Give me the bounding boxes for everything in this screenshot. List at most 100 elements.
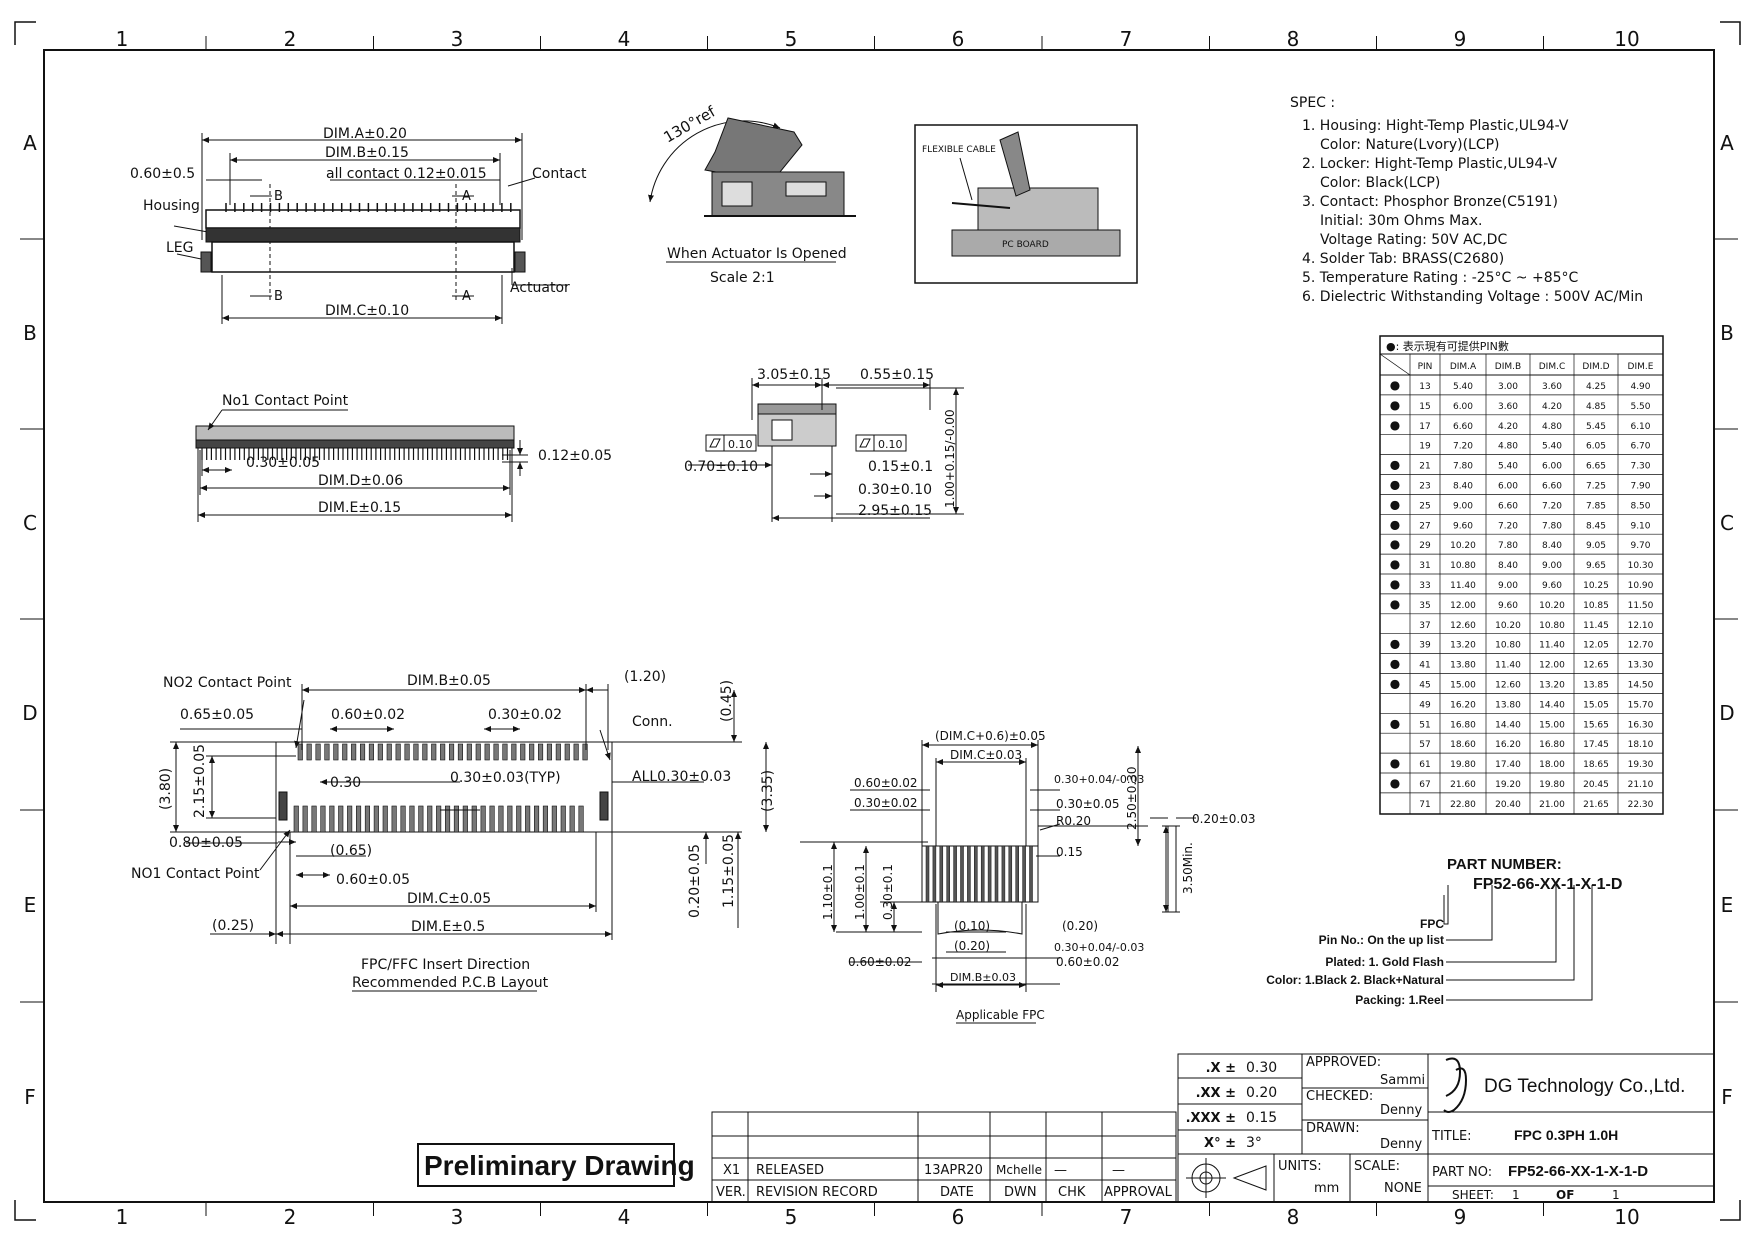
pin-table-cell: 49: [1419, 700, 1431, 710]
pin-table-cell: ●: [1390, 497, 1400, 511]
fpc-d060-top: 0.60±0.02: [854, 776, 918, 790]
company-name: DG Technology Co.,Ltd.: [1484, 1076, 1685, 1097]
pin-table-cell: 14.40: [1495, 720, 1521, 730]
pin-table-cell: 19.30: [1628, 760, 1654, 770]
pin-table-cell: 7.20: [1453, 442, 1473, 452]
row-label-right: D: [1719, 701, 1734, 725]
pin-table-cell: 15.05: [1583, 700, 1609, 710]
row-label-left: C: [23, 511, 37, 535]
pin-table-cell: 12.70: [1628, 641, 1654, 651]
side-d1: 3.05±0.15: [757, 367, 831, 383]
top-housing-label: Housing: [143, 198, 200, 214]
pin-table-cell: 16.30: [1628, 720, 1654, 730]
column-label-top: 6: [952, 27, 965, 51]
pin-table-cell: 6.10: [1630, 422, 1650, 432]
top-leg-label: LEG: [166, 240, 194, 256]
pin-table-cell: 8.50: [1630, 501, 1650, 511]
tolerance-list: .X ±0.30.XX ±0.20.XXX ±0.15X° ±3°: [1186, 1060, 1278, 1151]
pin-table-cell: 8.40: [1453, 482, 1473, 492]
pin-table-cell: 13.85: [1583, 681, 1609, 691]
column-label-bottom: 10: [1614, 1205, 1639, 1229]
fpc-finger: [1029, 845, 1033, 903]
pin-table-cell: 7.85: [1586, 501, 1606, 511]
rev-ver: X1: [723, 1163, 740, 1178]
pcb-pad-top: [555, 743, 561, 761]
pcb-pad-bottom: [382, 805, 388, 833]
preliminary-stamp-box: [417, 1143, 675, 1187]
pin-table-cell: 6.00: [1542, 462, 1562, 472]
pin-table-cell: 15.65: [1583, 720, 1609, 730]
tolerance-value: 0.20: [1246, 1085, 1277, 1101]
pin-table-cell: 6.60: [1453, 422, 1473, 432]
pin-table-cell: 12.05: [1583, 641, 1609, 651]
pcb-pad-bottom: [364, 805, 371, 833]
units-value: mm: [1314, 1181, 1339, 1196]
pcb-dim-c: DIM.C±0.05: [407, 891, 491, 907]
of-label: OF: [1556, 1188, 1574, 1202]
fpc-finger: [1015, 845, 1019, 903]
tolerance-label: .XXX ±: [1186, 1111, 1236, 1126]
pin-table-cell: 19: [1419, 442, 1431, 452]
pcb-pad-top: [457, 743, 464, 761]
top-dim-b: DIM.B±0.15: [325, 145, 409, 161]
pin-table-header: DIM.E: [1628, 362, 1654, 372]
side-d3: 0.70±0.10: [684, 459, 758, 475]
fpc-d020: 0.20±0.03: [1192, 812, 1256, 826]
fpc-d060b: 0.60±0.02: [1056, 955, 1120, 969]
column-label-top: 2: [284, 27, 297, 51]
row-label-left: A: [23, 131, 37, 155]
fpc-r020: R0.20: [1056, 814, 1091, 828]
pcb-pad-top: [351, 743, 357, 761]
scale-value: NONE: [1384, 1181, 1422, 1196]
column-label-bottom: 1: [116, 1205, 129, 1229]
pcb-dim-e: DIM.E±0.5: [411, 919, 485, 935]
pcb-pad-top: [315, 743, 321, 761]
rev-h-dwn: DWN: [1004, 1185, 1037, 1200]
cable-board-label: PC BOARD: [1002, 240, 1049, 250]
pin-table-cell: 21.65: [1583, 800, 1609, 810]
pin-table-cell: 12.60: [1495, 681, 1521, 691]
fpc-finger: [932, 845, 937, 903]
pin-table-cell: 18.65: [1583, 760, 1609, 770]
pcb-pad-top: [564, 743, 570, 761]
checked-name: Denny: [1380, 1103, 1422, 1118]
pin-table-cell: ●: [1390, 458, 1400, 472]
actuator-open-caption: When Actuator Is Opened: [667, 246, 847, 262]
pcb-pad-bottom: [347, 805, 353, 833]
pcb-pad-top: [342, 743, 348, 761]
fpc-d030v: 0.30±0.1: [881, 864, 895, 920]
pin-table-cell: 4.25: [1586, 382, 1606, 392]
pcb-d115: 1.15±0.05: [721, 834, 737, 908]
front-dim-e: DIM.E±0.15: [318, 500, 401, 516]
pin-table-cell: 15: [1419, 402, 1430, 412]
pcb-pad-top: [466, 743, 472, 761]
pcb-d215: 2.15±0.05: [192, 744, 208, 818]
pin-table-cell: 45: [1419, 681, 1430, 691]
pin-table-caption: ●: 表示現有可提供PIN數: [1386, 339, 1509, 353]
pin-table-cell: 12.00: [1450, 601, 1476, 611]
fpc-finger: [1008, 845, 1013, 903]
tolerance-value: 3°: [1246, 1135, 1262, 1151]
pin-table-cell: 9.10: [1630, 521, 1650, 531]
pin-table-cell: 5.45: [1586, 422, 1606, 432]
pcb-pad-top: [440, 743, 446, 761]
part-number-legend-item: FPC: [1420, 917, 1444, 931]
fpc-finger: [987, 845, 992, 903]
rev-h-date: DATE: [940, 1185, 974, 1200]
pin-table-cell: 16.20: [1495, 740, 1521, 750]
pin-table-cell: 3.00: [1498, 382, 1518, 392]
pin-table-grid: [1379, 353, 1663, 814]
part-number-legend-item: Packing: 1.Reel: [1355, 993, 1444, 1007]
pcb-d045: (0.45): [719, 680, 735, 722]
pcb-pad-top: [448, 743, 455, 761]
column-label-top: 9: [1454, 27, 1467, 51]
pcb-pad-bottom: [489, 805, 495, 833]
pin-table-cell: 71: [1419, 800, 1430, 810]
